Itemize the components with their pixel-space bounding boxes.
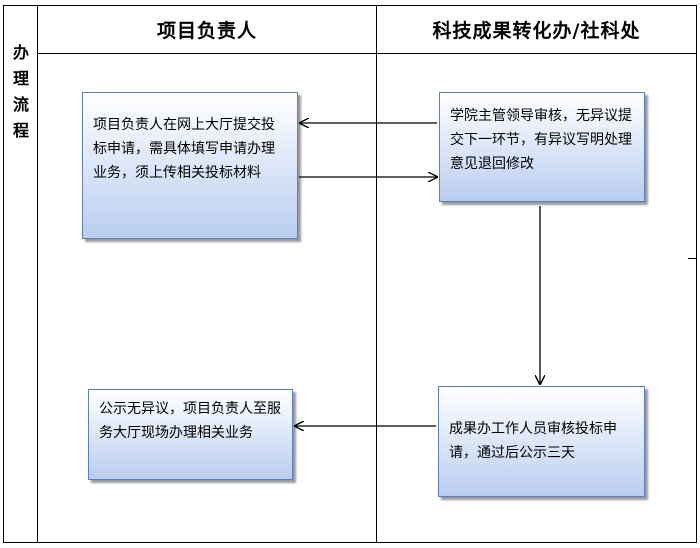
process-box-college-review: 学院主管领导审核，无异议提交下一环节，有异议写明处理意见退回修改 [439, 92, 645, 202]
side-label: 办理流程 [12, 43, 29, 140]
header-divider [37, 53, 697, 54]
column-divider [376, 5, 377, 543]
column-header-project-lead: 项目负责人 [156, 19, 257, 42]
process-box-office-review: 成果办工作人员审核投标申请，通过后公示三天 [438, 386, 645, 497]
process-box-submit: 项目负责人在网上大厅提交投标申请，需具体填写申请办理业务，须上传相关投标材料 [82, 92, 298, 239]
right-edge-tick [688, 258, 697, 259]
table-border-left [3, 5, 4, 543]
side-column-divider [37, 5, 38, 543]
table-border-bottom [3, 542, 697, 543]
table-border-right [696, 5, 697, 543]
column-header-tech-office: 科技成果转化办/社科处 [432, 19, 641, 42]
process-box-handle: 公示无异议，项目负责人至服务大厅现场办理相关业务 [88, 389, 293, 480]
table-border-top [3, 5, 697, 6]
